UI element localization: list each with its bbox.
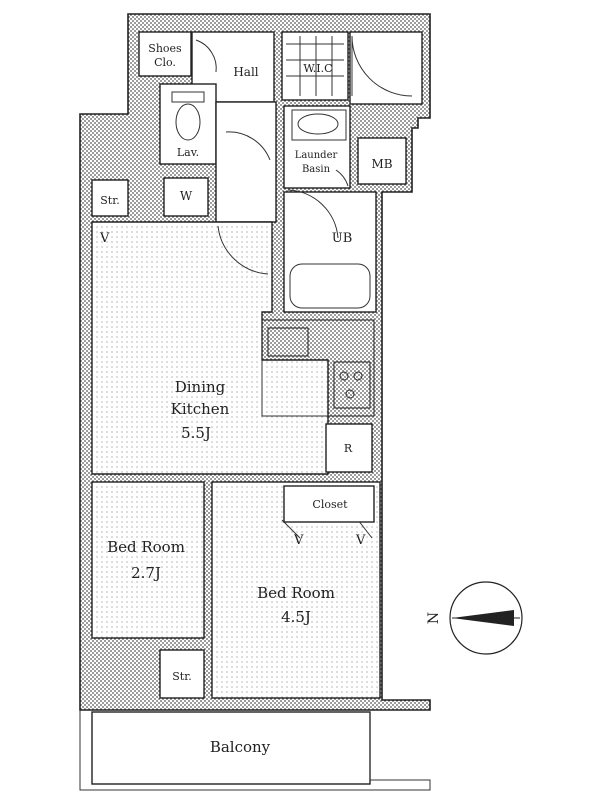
bathtub-icon <box>289 263 371 309</box>
room-areas <box>91 31 423 785</box>
mb-area <box>357 137 407 185</box>
w-area <box>163 177 209 217</box>
lav-area <box>159 83 217 165</box>
ub-label: UB <box>332 231 353 246</box>
launder-label-2: Basin <box>302 164 331 175</box>
wic-shelf <box>286 36 344 96</box>
shoes-closet-area <box>138 31 192 77</box>
bedroom2-label: Bed Room <box>257 584 335 602</box>
r-area <box>325 423 373 473</box>
shoes-closet-label: Shoes <box>148 42 182 55</box>
bedroom1-size-label: 2.7J <box>131 564 161 582</box>
balcony-area <box>91 711 371 785</box>
basin-icon <box>297 113 339 135</box>
wic-area <box>281 31 349 101</box>
corridor-area <box>215 101 277 223</box>
lav-label: Lav. <box>177 146 199 159</box>
doors <box>195 35 413 539</box>
svg-text:V: V <box>355 533 366 548</box>
balcony-label: Balcony <box>210 738 271 756</box>
w-label: W <box>180 189 193 203</box>
launder-area <box>283 105 351 189</box>
ub-area <box>283 191 377 313</box>
north-compass-icon: N <box>426 581 523 655</box>
stove-icon <box>333 361 371 409</box>
sink-icon <box>267 327 309 357</box>
shoes-closet-label-2: Clo. <box>154 56 176 69</box>
dining-label: Dining <box>175 378 226 396</box>
balcony-rail <box>79 710 431 791</box>
closet-label: Closet <box>312 498 348 511</box>
storage-left-label: Str. <box>100 194 120 207</box>
storage-left-area <box>91 179 129 217</box>
dining-size-label: 5.5J <box>181 424 211 442</box>
bedroom1-area <box>91 481 205 639</box>
svg-text:V: V <box>99 231 110 246</box>
compass-north-label: N <box>426 612 442 624</box>
launder-label: Launder <box>295 150 338 161</box>
bedroom1-label: Bed Room <box>107 538 185 556</box>
bedroom2-size-label: 4.5J <box>281 608 311 626</box>
kitchen-label: Kitchen <box>171 400 230 418</box>
wic-label: W.I.C <box>303 62 332 75</box>
kitchen-fixtures <box>261 319 375 417</box>
hall-label: Hall <box>233 65 258 79</box>
r-label: R <box>344 442 353 455</box>
entry-area <box>349 31 423 105</box>
svg-text:V: V <box>293 533 304 548</box>
storage-bottom-area <box>159 649 205 699</box>
toilet-icon <box>171 91 205 141</box>
mb-label: MB <box>371 157 392 171</box>
storage-bottom-label: Str. <box>172 670 192 683</box>
closet-area <box>283 485 375 523</box>
